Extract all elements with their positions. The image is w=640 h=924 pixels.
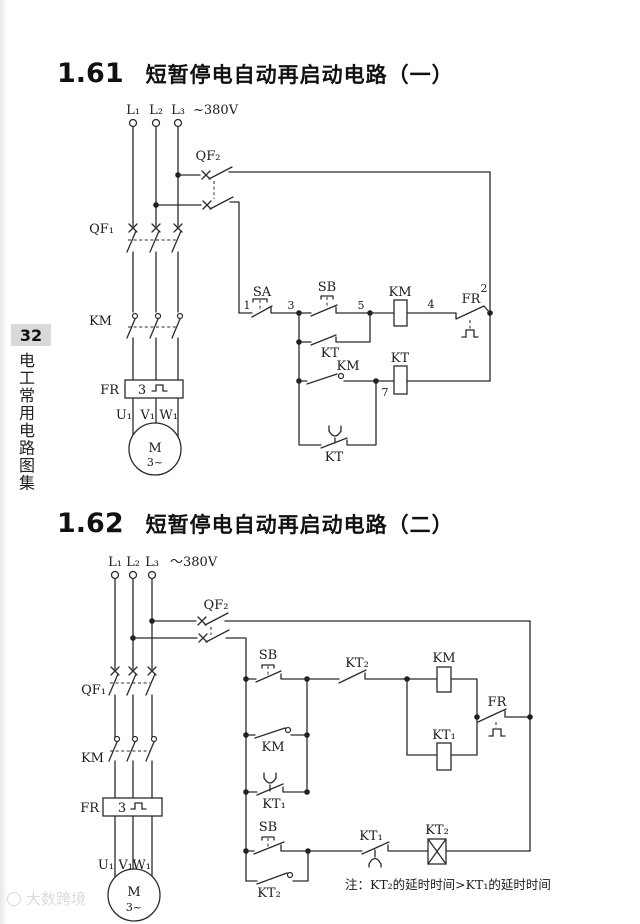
delay-cup-icon: [328, 430, 342, 437]
circuit-1-61: L₁ L₂ L₃ ~380V: [89, 103, 493, 476]
km-aux-contact: KM: [245, 726, 308, 755]
section-heading: 短暂停电自动再启动电路（一）: [145, 63, 454, 87]
label-kt1-coil: KT₁: [432, 728, 456, 743]
power-lines: [132, 125, 179, 440]
node-7: 7: [382, 386, 389, 399]
motor-symbol: [107, 868, 161, 922]
start-button-sb: SB: [245, 648, 308, 683]
fr-setting: 3: [118, 801, 126, 816]
label-v1: V₁: [139, 408, 155, 423]
label-l1: L₁: [126, 103, 140, 118]
motor-phase: 3~: [147, 456, 163, 469]
label-kt2-no: KT₂: [257, 886, 281, 901]
breaker-qf1-symbol: [108, 666, 157, 696]
watermark: 大数跨境: [7, 888, 86, 909]
label-u1: U₁: [98, 858, 114, 873]
page-edge-shading: [0, 0, 8, 924]
label-l1: L₁: [108, 555, 122, 570]
kt1-delay-contact: KT₁: [245, 772, 308, 812]
label-km-coil: KM: [432, 651, 455, 666]
label-km-aux: KM: [336, 359, 359, 374]
node-1: 1: [244, 299, 251, 312]
book-spine-title: 电工常用电路图集: [16, 352, 35, 492]
label-voltage: ~380V: [193, 103, 239, 118]
breaker-qf1-symbol: [126, 223, 183, 253]
coil-kt1: [436, 742, 452, 771]
delay-cup-icon: [263, 777, 277, 784]
page-number-tab: 32: [11, 324, 51, 346]
label-kt-delay: KT: [325, 450, 344, 465]
label-qf1: QF₁: [81, 683, 106, 698]
label-kt-contact: KT: [321, 346, 340, 361]
label-fr-contact: FR: [488, 695, 508, 710]
phase-terminals: [110, 570, 157, 580]
label-km-aux: KM: [261, 740, 284, 755]
label-kt2-coil: KT₂: [425, 823, 449, 838]
label-kt-coil: KT: [391, 351, 410, 366]
motor-letter: M: [127, 885, 140, 900]
node-2: 2: [481, 282, 488, 295]
thermal-relay-fr-box: [102, 797, 163, 817]
bottom-rung: SB KT₂ KT₁ KT₂: [245, 820, 531, 901]
motor-letter: M: [148, 441, 161, 456]
label-sb: SB: [318, 280, 336, 295]
page-number: 32: [19, 325, 43, 345]
label-kt1-contact: KT₁: [262, 797, 286, 812]
breaker-qf2-symbol: [130, 612, 531, 882]
label-km-coil: KM: [388, 285, 411, 300]
control-rung-main: 1 SA 3 SB 5 KM 4 F: [238, 280, 491, 338]
node-3: 3: [288, 299, 295, 312]
circuit-1-62: L₁ L₂ L₃ ～380V: [80, 555, 551, 922]
label-fr-box: FR: [100, 383, 120, 398]
section-number: 1.61: [57, 58, 124, 89]
watermark-text: 大数跨境: [26, 890, 87, 908]
label-sb: SB: [259, 648, 277, 663]
label-l2: L₂: [149, 103, 163, 118]
label-sa: SA: [253, 285, 272, 300]
contactor-km-main-contacts: [108, 735, 158, 762]
label-km-main: KM: [89, 314, 112, 329]
section-number: 1.62: [57, 508, 124, 539]
coil-branch: KT₂ KM KT₁ FR: [306, 651, 533, 771]
control-rung-kt-delay: KT: [298, 380, 377, 465]
control-rung-kt-coil: KM 7 KT: [296, 351, 491, 399]
section-title-2: 1.62 短暂停电自动再启动电路（二）: [57, 508, 454, 539]
delay-cup-icon: [368, 857, 382, 865]
label-qf1: QF₁: [89, 222, 114, 237]
label-sb-stop: SB: [259, 820, 277, 835]
label-u1: U₁: [116, 408, 132, 423]
label-w1: W₁: [159, 408, 178, 423]
thermal-relay-fr-box: [124, 379, 184, 399]
label-l3: L₃: [145, 555, 159, 570]
contactor-km-main-contacts: [126, 312, 184, 339]
section-title-1: 1.61 短暂停电自动再启动电路（一）: [57, 58, 454, 89]
breaker-qf2-symbol: [153, 166, 491, 314]
label-l3: L₃: [171, 103, 185, 118]
power-lines: [114, 577, 153, 878]
label-kt1-nc: KT₁: [359, 829, 383, 844]
section-heading: 短暂停电自动再启动电路（二）: [145, 513, 454, 537]
fr-setting: 3: [138, 383, 146, 398]
motor-phase: 3~: [126, 901, 142, 914]
node-4: 4: [428, 298, 435, 311]
motor-symbol: [128, 422, 182, 476]
coil-km: [393, 299, 408, 327]
label-voltage: ～380V: [170, 555, 218, 570]
watermark-logo-icon: [7, 891, 21, 906]
label-kt2-nc: KT₂: [345, 656, 369, 671]
label-qf2: QF₂: [204, 598, 229, 613]
label-l2: L₂: [126, 555, 140, 570]
control-rung-kt-contact: KT: [296, 312, 371, 382]
node-5: 5: [358, 299, 365, 312]
label-fr-box: FR: [80, 801, 100, 816]
label-km-main: KM: [81, 751, 104, 766]
label-qf2: QF₂: [196, 149, 221, 164]
circuit-note: 注：KT₂的延时时间>KT₁的延时时间: [345, 877, 551, 892]
coil-km: [436, 666, 452, 693]
coil-kt: [393, 365, 408, 395]
phase-terminals: [128, 118, 183, 128]
label-fr-contact: FR: [462, 292, 482, 307]
